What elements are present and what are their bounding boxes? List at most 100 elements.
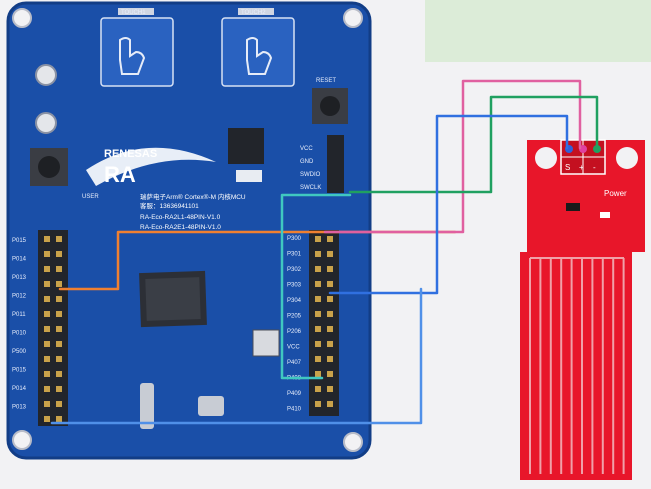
- swd-label: SWDIO: [300, 172, 321, 178]
- mcu-chip: [139, 270, 207, 328]
- header-label: VCC: [287, 345, 300, 351]
- renesas-logo: RENESAS RA: [86, 147, 216, 187]
- header-pin: [315, 311, 321, 317]
- swd-label: VCC: [300, 146, 313, 152]
- sensor-pin-label: S: [565, 163, 570, 172]
- header-pin: [327, 326, 333, 332]
- header-pin: [56, 416, 62, 422]
- header-pin: [44, 386, 50, 392]
- header-label: P409: [287, 391, 302, 397]
- header-pin: [315, 266, 321, 272]
- header-pin: [56, 386, 62, 392]
- crystal: [140, 383, 154, 429]
- user-button: USER: [30, 148, 99, 200]
- header-label: P300: [287, 236, 302, 242]
- header-label: P014: [12, 257, 27, 263]
- mounting-hole: [12, 430, 32, 450]
- wire-blue: [328, 114, 569, 295]
- header-pin: [327, 296, 333, 302]
- header-label: P011: [12, 312, 26, 318]
- header-label: P013: [12, 275, 27, 281]
- sensor-transistor: [566, 203, 580, 211]
- svg-text:RESET: RESET: [316, 78, 336, 84]
- header-pin: [327, 401, 333, 407]
- component: [252, 329, 280, 357]
- header-pin: [44, 401, 50, 407]
- water-level-sensor: S +- Power: [520, 139, 645, 480]
- header-label: P301: [287, 252, 302, 258]
- board-line2: 客服：13636941101: [140, 201, 199, 210]
- header-pin: [44, 416, 50, 422]
- header-pin: [327, 266, 333, 272]
- header-label: P303: [287, 283, 302, 289]
- led: [35, 112, 57, 134]
- header-pin: [44, 281, 50, 287]
- header-label: P013: [12, 405, 27, 411]
- header-pin: [327, 371, 333, 377]
- header-pin: [56, 281, 62, 287]
- logo-text: RA: [104, 162, 136, 187]
- header-pin: [56, 401, 62, 407]
- header-pin: [56, 266, 62, 272]
- header-pin: [327, 236, 333, 242]
- header-label: P407: [287, 360, 302, 366]
- header-pin: [44, 266, 50, 272]
- header-label: P206: [287, 329, 302, 335]
- board-line3: RA-Eco-RA2L1-48PIN-V1.0: [140, 214, 221, 221]
- header-pin: [327, 311, 333, 317]
- header-pin: [44, 326, 50, 332]
- dev-board: TOUCH1 TOUCH2 USER RESET RENESAS: [6, 1, 372, 460]
- mounting-hole: [12, 8, 32, 28]
- header-pin: [56, 371, 62, 377]
- svg-text:USER: USER: [82, 194, 99, 200]
- header-pin: [315, 341, 321, 347]
- header-pin: [56, 311, 62, 317]
- header-pin: [315, 386, 321, 392]
- sensor-led: [600, 212, 610, 218]
- reset-button: RESET: [312, 78, 348, 124]
- header-pin: [56, 251, 62, 257]
- wire-lightblue: [50, 287, 423, 425]
- header-label: P015: [12, 238, 27, 244]
- header-pin: [44, 311, 50, 317]
- header-pin: [327, 281, 333, 287]
- brand-text: RENESAS: [104, 148, 157, 160]
- header-pin: [56, 326, 62, 332]
- jumper-label: [236, 170, 262, 182]
- header-pin: [315, 371, 321, 377]
- header-label: P205: [287, 314, 302, 320]
- header-pin: [56, 296, 62, 302]
- header-pin: [56, 236, 62, 242]
- board-line1: 瑞萨电子Arm® Cortex®-M 内核MCU: [140, 192, 246, 201]
- wires: [50, 79, 599, 425]
- header-label: P410: [287, 407, 302, 413]
- header-pin: [315, 251, 321, 257]
- sensor-power-label: Power: [604, 189, 627, 198]
- header-pin: [327, 251, 333, 257]
- header-pin: [44, 356, 50, 362]
- jumper-block: [228, 128, 264, 164]
- header-pin: [44, 251, 50, 257]
- wire-pink: [323, 79, 582, 234]
- header-pin: [315, 236, 321, 242]
- right-pin-header: [309, 230, 339, 416]
- header-pin: [56, 356, 62, 362]
- swd-label: GND: [300, 159, 314, 165]
- touch-pad-left: TOUCH1: [100, 8, 174, 87]
- header-pin: [44, 371, 50, 377]
- sensor-traces: [529, 257, 625, 474]
- header-pin: [44, 296, 50, 302]
- sensor-pin-label: +: [579, 163, 584, 172]
- touch-right-label: TOUCH2: [241, 10, 266, 16]
- mounting-hole: [343, 8, 363, 28]
- swd-label: SWCLK: [300, 185, 321, 191]
- header-label: P015: [12, 368, 27, 374]
- header-label: P014: [12, 386, 27, 392]
- sensor-pin-label: -: [593, 163, 596, 172]
- wire-green: [348, 95, 599, 194]
- header-pin: [327, 356, 333, 362]
- wire-cyan: [280, 193, 352, 380]
- sensor-hole: [535, 147, 557, 169]
- header-pin: [315, 296, 321, 302]
